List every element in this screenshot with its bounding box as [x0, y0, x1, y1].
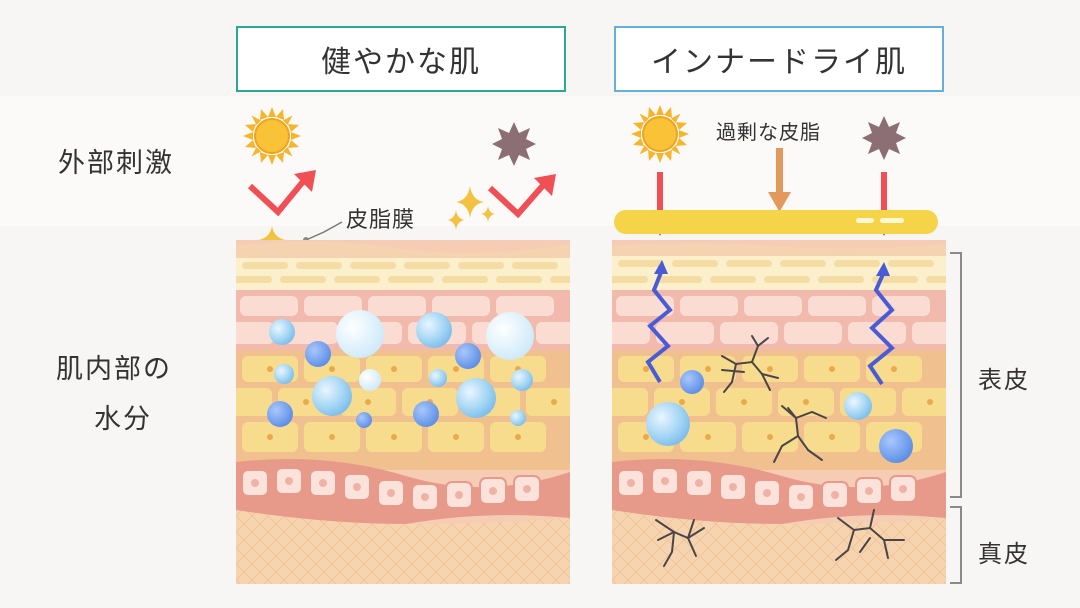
- water-droplets: [267, 310, 534, 428]
- dryness-crack-icon: [773, 405, 827, 463]
- epidermis-bracket-top: [950, 252, 962, 254]
- dermis-bracket-top: [950, 506, 962, 508]
- sun-icon: [631, 105, 689, 163]
- dryness-crack-icon: [655, 519, 705, 567]
- healthy-skin-title-text: 健やかな肌: [321, 45, 481, 80]
- arrow-head-icon: [294, 170, 316, 192]
- inner-dry-skin-title: インナードライ肌: [614, 26, 944, 92]
- row-label-external: 外部刺激: [58, 148, 174, 179]
- healthy-skin-diagram: [236, 107, 570, 584]
- excess-sebum-label: 過剰な皮脂: [716, 120, 821, 144]
- inner-dry-skin-title-text: インナードライ肌: [651, 45, 907, 80]
- dermis-label: 真皮: [978, 540, 1030, 568]
- epidermis-bracket: [960, 252, 962, 498]
- inner-dry-skin-diagram: [612, 105, 946, 584]
- dryness-crack-icon: [835, 509, 905, 561]
- row-label-internal-line2: 水分: [94, 404, 152, 435]
- sebum-film: [236, 241, 570, 260]
- bounce-arrow-icon: [487, 180, 549, 219]
- moisture-escape-wave: [645, 269, 895, 386]
- sebum-film-label: 皮脂膜: [346, 208, 416, 233]
- irritant-particle-icon: [862, 116, 906, 160]
- wave-arrowhead-icon: [654, 260, 668, 274]
- epidermis-label: 表皮: [978, 366, 1030, 394]
- sebum-film-leader-line: [305, 221, 343, 241]
- water-droplets: [646, 370, 913, 463]
- dryness-crack-icon: [721, 335, 779, 393]
- sebum-highlight: [856, 218, 904, 223]
- corneum-cells: [236, 262, 570, 283]
- stimulus-band: [0, 96, 1080, 226]
- epidermis-bracket-bottom: [950, 496, 962, 498]
- excess-sebum-arrow-icon: [768, 148, 791, 212]
- pink-cell-layer: [612, 290, 946, 350]
- dermis-bracket: [960, 506, 962, 584]
- arrow-head-icon: [534, 174, 556, 196]
- excess-sebum-layer: [614, 210, 938, 234]
- wave-arrowhead-icon: [876, 262, 890, 276]
- row-label-internal-line1: 肌内部の: [56, 354, 172, 385]
- dermis: [236, 510, 570, 584]
- dermis-bracket-bottom: [950, 582, 962, 584]
- bounce-arrow-icon: [247, 176, 309, 217]
- sun-icon: [243, 107, 301, 165]
- irritant-particle-icon: [492, 122, 536, 166]
- healthy-skin-title: 健やかな肌: [236, 26, 566, 92]
